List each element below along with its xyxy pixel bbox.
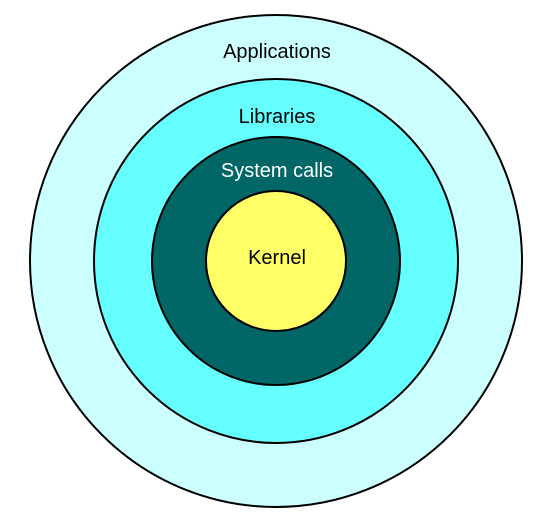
system-calls-label: System calls bbox=[221, 160, 333, 182]
kernel-circle bbox=[205, 190, 347, 332]
libraries-label: Libraries bbox=[239, 106, 316, 128]
kernel-label: Kernel bbox=[248, 247, 306, 269]
applications-label: Applications bbox=[223, 41, 331, 63]
